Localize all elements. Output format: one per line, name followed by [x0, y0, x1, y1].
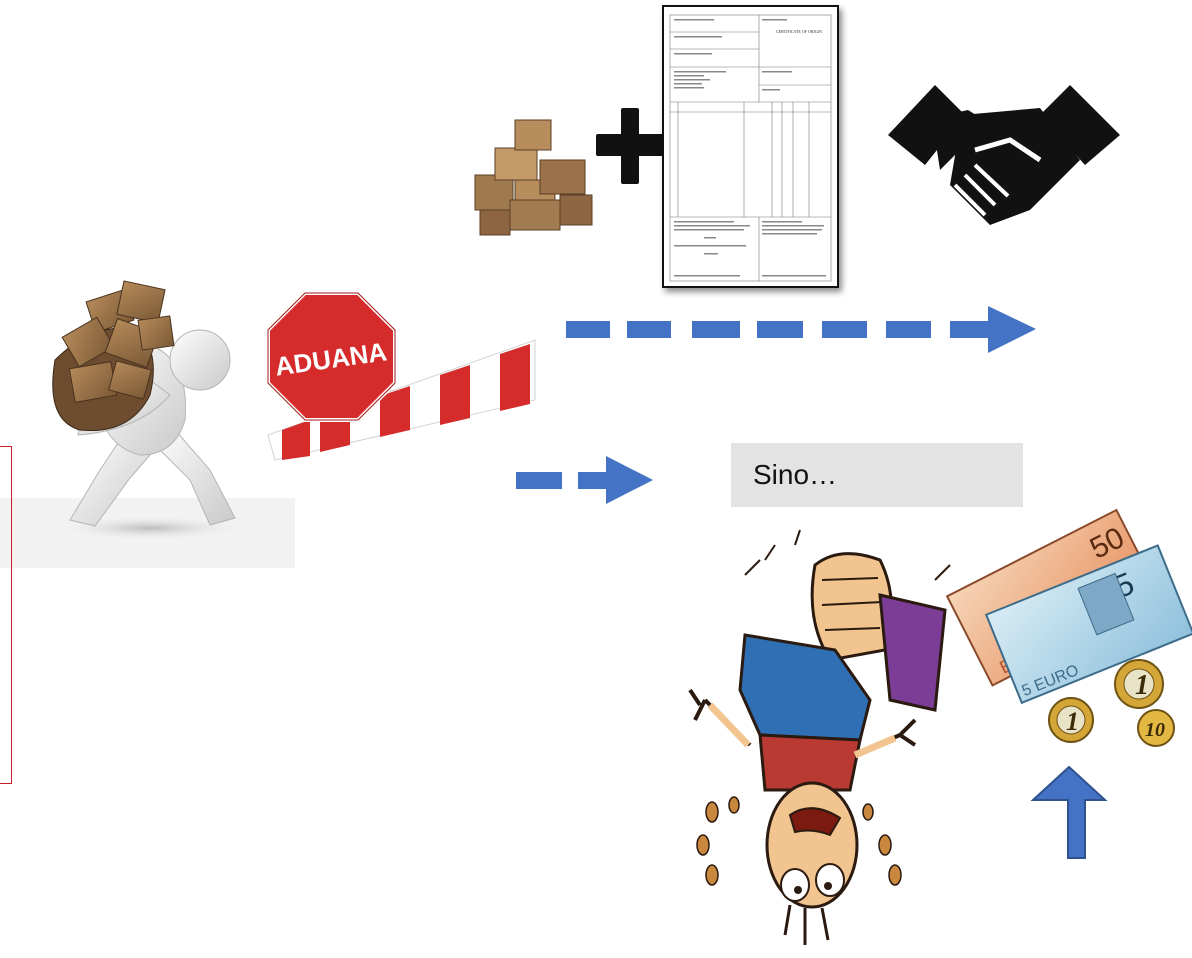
- document-heading: CERTIFICATE OF ORIGIN: [764, 29, 834, 34]
- dashed-arrow-long: [566, 306, 1036, 353]
- handshake-icon: [888, 85, 1120, 225]
- coin-1-small: 1: [1049, 698, 1093, 742]
- dashed-arrow-short: [516, 456, 653, 504]
- up-arrow: [1033, 767, 1105, 858]
- person-carrying-boxes: [0, 281, 295, 568]
- coin-1-large: 1: [1115, 660, 1163, 708]
- customs-barrier: ADUANA: [268, 293, 535, 460]
- svg-text:1: 1: [1066, 707, 1079, 736]
- sino-label-box: Sino…: [731, 443, 1023, 507]
- upside-down-man-shaken: [690, 530, 950, 955]
- document-form-lines: [664, 7, 837, 286]
- svg-text:10: 10: [1145, 719, 1165, 741]
- certificate-document: CERTIFICATE OF ORIGIN: [662, 5, 839, 288]
- cardboard-boxes: [475, 120, 592, 235]
- svg-text:1: 1: [1135, 670, 1149, 701]
- red-outline-frame: [0, 446, 12, 784]
- sino-label: Sino…: [753, 459, 837, 491]
- plus-icon: [596, 108, 664, 184]
- coin-10: 10: [1138, 710, 1174, 746]
- euro-money: 50 EURO 5 5 EURO 1 1 10: [947, 510, 1192, 746]
